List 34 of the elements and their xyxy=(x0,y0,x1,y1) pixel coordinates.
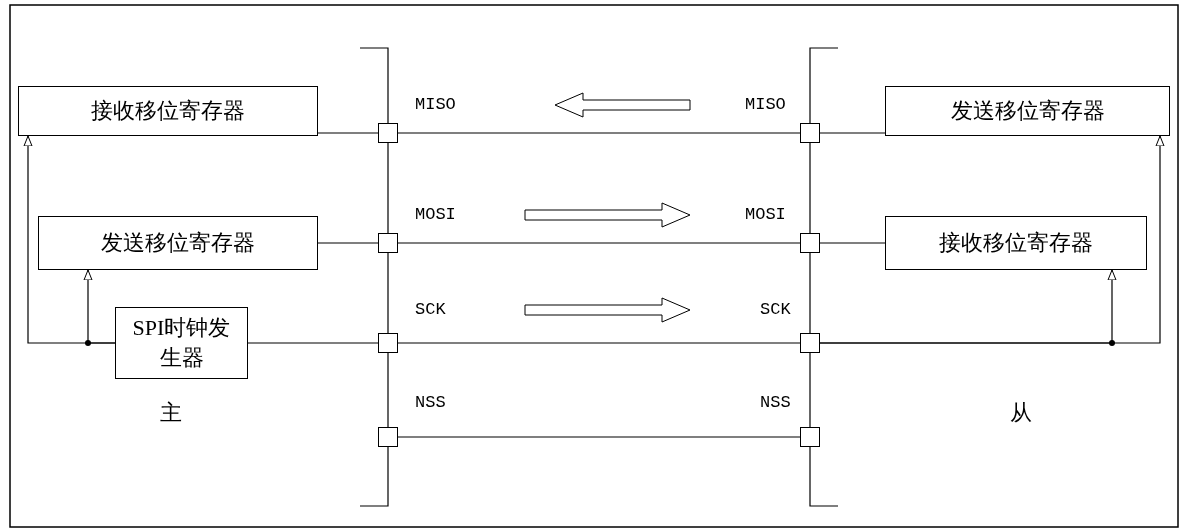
connector-line xyxy=(317,132,379,134)
signal-label: MISO xyxy=(415,95,456,114)
signal-label: MOSI xyxy=(745,205,786,224)
pin-square xyxy=(378,123,398,143)
side-label: 从 xyxy=(1010,399,1032,427)
signal-label: SCK xyxy=(760,300,791,319)
pin-square xyxy=(378,233,398,253)
connector-line xyxy=(397,132,801,134)
signal-label: SCK xyxy=(415,300,446,319)
connector-line xyxy=(317,242,379,244)
arrow xyxy=(819,135,1165,344)
pin-square xyxy=(800,233,820,253)
register-box: 接收移位寄存器 xyxy=(18,86,318,136)
arrow xyxy=(23,135,116,344)
connector-line xyxy=(819,132,886,134)
signal-label: NSS xyxy=(760,393,791,412)
register-box: 发送移位寄存器 xyxy=(885,86,1170,136)
register-box: 发送移位寄存器 xyxy=(38,216,318,270)
pin-square xyxy=(378,427,398,447)
signal-label: MOSI xyxy=(415,205,456,224)
connector-line xyxy=(397,342,801,344)
signal-label: MISO xyxy=(745,95,786,114)
clock-generator-box: SPI时钟发生器 xyxy=(115,307,248,379)
connector-line xyxy=(397,242,801,244)
pin-square xyxy=(800,427,820,447)
pin-square xyxy=(800,123,820,143)
pin-square xyxy=(378,333,398,353)
pin-square xyxy=(800,333,820,353)
connector-line xyxy=(397,436,801,438)
signal-label: NSS xyxy=(415,393,446,412)
connector-line xyxy=(247,342,379,344)
register-box: 接收移位寄存器 xyxy=(885,216,1147,270)
connector-line xyxy=(819,242,886,244)
side-label: 主 xyxy=(160,399,182,427)
